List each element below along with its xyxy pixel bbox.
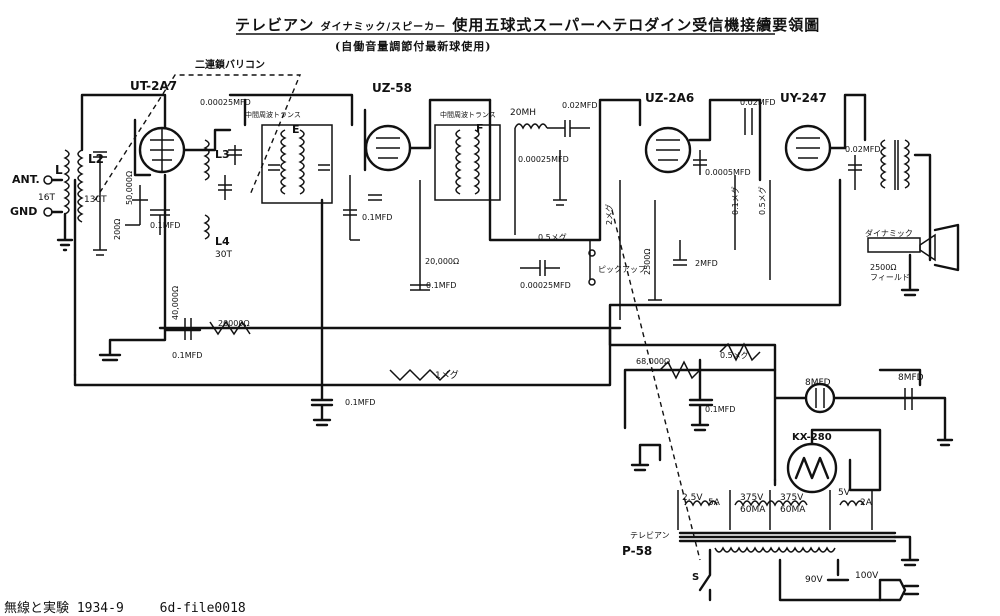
- label-if-trans-e: 中間周波トランス: [245, 110, 301, 119]
- label-r-200: 200Ω: [113, 219, 122, 240]
- tube-uz-2a6: [644, 126, 692, 174]
- tube-kx-280: [786, 442, 838, 494]
- label-c-8a: 8MFD: [805, 378, 831, 388]
- label-pt-v5: 5V: [838, 488, 851, 498]
- tube-uy-247: [784, 124, 832, 172]
- label-r-2500a: 2500Ω: [643, 249, 652, 275]
- label-c-01d: 0.1MFD: [426, 281, 456, 290]
- if-transformer-e: [261, 124, 333, 204]
- label-r-01meg: 0.1メグ: [730, 186, 740, 215]
- label-pickup: ピックアップ: [598, 265, 646, 274]
- label-coil-l: L: [55, 163, 63, 177]
- title-dyn-1: ダイナミック: [320, 22, 387, 33]
- diagram-title: テレビアン ダイナミック/スピーカー 使用五球式スーパーヘテロダイン受信機接續要…: [235, 16, 821, 34]
- label-rect: KX-280: [792, 432, 832, 443]
- label-c-0005: 0.0005MFD: [705, 168, 751, 177]
- label-c-01c: 0.1MFD: [362, 213, 392, 222]
- label-c-00025a: 0.00025MFD: [200, 98, 251, 107]
- label-r-05a: 0.5メグ: [538, 232, 567, 242]
- label-r-2500b: 2500Ω: [870, 263, 896, 272]
- filter-capacitor-8mfd-b: [904, 388, 913, 410]
- ac-plug: [878, 578, 920, 602]
- label-pt-ma60b: 60MA: [780, 505, 806, 515]
- label-r-20000b: 20,000Ω: [425, 257, 459, 266]
- label-coil-20mh: 20MH: [510, 108, 536, 118]
- title-main: 使用五球式スーパーヘテロダイン受信機接續要領圖: [452, 16, 821, 34]
- label-c-00025c: 0.00025MFD: [520, 281, 571, 290]
- label-turns-30: 30T: [215, 250, 232, 260]
- label-c-002a: 0.02MFD: [562, 101, 597, 110]
- label-r-40000: 40,000Ω: [171, 286, 180, 320]
- label-pt-a2: 2A: [860, 498, 873, 508]
- label-c-002b: 0.02MFD: [740, 98, 775, 107]
- if-transformer-f: [434, 124, 501, 201]
- label-turns-16: 16T: [38, 193, 55, 203]
- label-pt-ma60a: 60MA: [740, 505, 766, 515]
- label-dyn-sp: ダイナミック: [865, 228, 913, 238]
- diagram-subtitle: (自働音量調節付最新球使用): [335, 40, 492, 53]
- footer-file: 6d-file0018: [159, 601, 246, 616]
- filter-capacitor-8mfd-a: [804, 382, 836, 414]
- label-c-01e: 0.1MFD: [345, 398, 375, 407]
- label-c-8b: 8MFD: [898, 373, 924, 383]
- input-coil-l1: [63, 149, 84, 223]
- label-coil-l3: L3: [215, 148, 230, 161]
- label-mark-f: F: [476, 122, 484, 135]
- label-mark-e: E: [292, 123, 300, 136]
- label-gang-cap: 二連鎖バリコン: [195, 58, 265, 71]
- title-dyn-2: スピーカー: [391, 22, 447, 33]
- label-if-trans-f: 中間周波トランス: [440, 110, 496, 119]
- choke-20mh: [514, 123, 548, 130]
- label-pt-v375a: 375V: [740, 493, 764, 503]
- label-tube3: UZ-2A6: [645, 91, 694, 105]
- label-c-01b: 0.1MFD: [172, 351, 202, 360]
- label-tap-90: 90V: [805, 575, 823, 585]
- title-lead: テレビアン: [235, 16, 315, 34]
- label-coil-l2: L2: [88, 152, 104, 166]
- label-r-2meg: 2メグ: [604, 204, 614, 225]
- label-r-68000: 68,000Ω: [636, 357, 670, 366]
- label-ant: ANT.: [12, 173, 40, 186]
- tube-ut-2a7: [138, 126, 186, 174]
- label-tap-100: 100V: [855, 571, 879, 581]
- power-transformer-p58: [630, 443, 897, 553]
- output-transformer: [880, 139, 910, 190]
- label-tube4: UY-247: [780, 91, 827, 105]
- antenna-terminal: [43, 175, 64, 217]
- label-pt-v375b: 375V: [780, 493, 804, 503]
- label-r-05c: 0.5メグ: [720, 350, 749, 360]
- label-pt-v25: 2.5V: [682, 493, 703, 503]
- label-r-20000a: 20000Ω: [218, 319, 250, 328]
- oscillator-coil-l3: [203, 139, 210, 181]
- tube-uz-58: [364, 124, 412, 172]
- label-r-05b: 0.5メグ: [757, 186, 767, 215]
- label-tube1: UT-2A7: [130, 79, 177, 93]
- label-r-50000: 50,000Ω: [125, 171, 134, 205]
- label-c-01f: 0.1MFD: [705, 405, 735, 414]
- dynamic-speaker: [867, 223, 960, 272]
- label-c-2mfd: 2MFD: [695, 259, 718, 268]
- label-c-00025b: 0.00025MFD: [518, 155, 569, 164]
- label-turns-130: 130T: [84, 195, 107, 205]
- label-pt-model: P-58: [622, 544, 652, 558]
- label-pt-brand: テレビアン: [630, 531, 670, 540]
- power-switch: [698, 548, 712, 602]
- label-coil-l4: L4: [215, 235, 230, 248]
- label-c-002c: 0.02MFD: [845, 145, 880, 154]
- footer: 無線と実験 1934-9 6d-file0018: [4, 597, 274, 616]
- oscillator-coil-l4: [203, 214, 210, 240]
- footer-source: 無線と実験 1934-9: [4, 601, 124, 616]
- label-r-1meg: 1メグ: [435, 369, 459, 381]
- label-c-01a: 0.1MFD: [150, 221, 180, 230]
- label-tube2: UZ-58: [372, 81, 412, 95]
- label-gnd: GND: [10, 205, 37, 218]
- label-field: フィールド: [870, 273, 910, 282]
- label-switch: S: [692, 572, 699, 583]
- label-pt-a5: 5A: [708, 498, 721, 508]
